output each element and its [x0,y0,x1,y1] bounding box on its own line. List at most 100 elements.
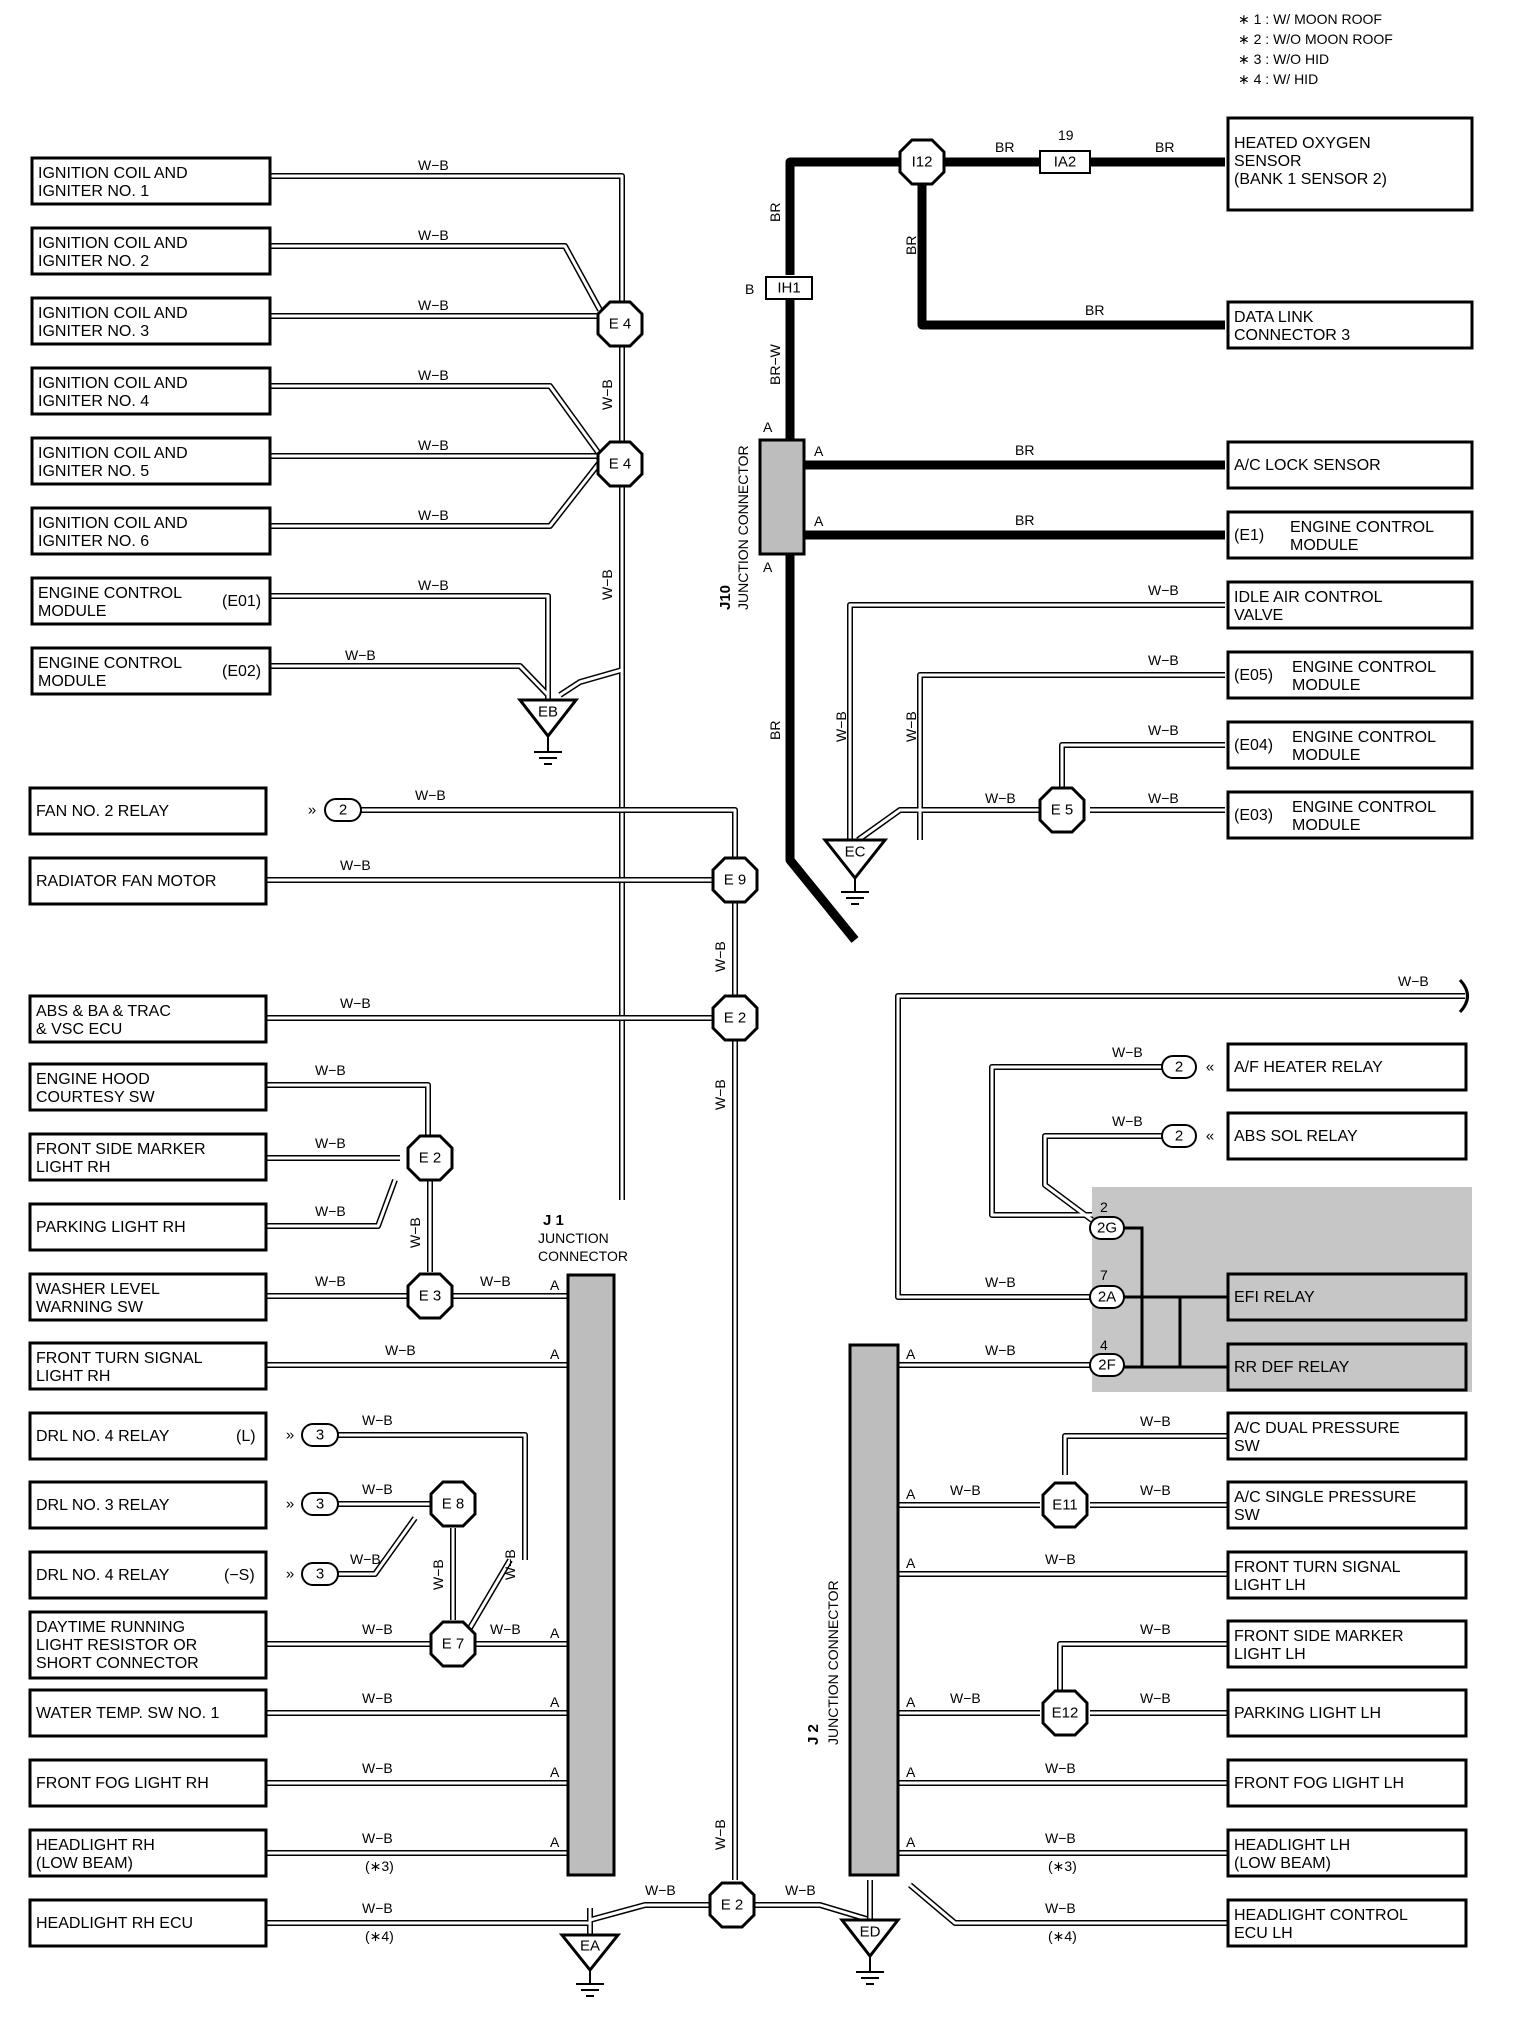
wire-label: W−B [340,995,371,1011]
connector-af-heater: 2 « [1161,1055,1214,1079]
wire-label: W−B [1140,1621,1171,1637]
wire-label: W−B [1148,722,1179,738]
headlight-rh-ecu: HEADLIGHT RH ECU [28,1898,268,1948]
j1-pin-a: A [550,1625,560,1641]
ignition-coil-5-line2: IGNITER NO. 5 [38,463,149,480]
note-3-lh: (∗3) [1048,1858,1077,1874]
wire-label: W−B [418,157,449,173]
efi-relay: EFI RELAY [1226,1272,1468,1322]
ignition-coil-4: IGNITION COIL AND IGNITER NO. 4 [30,366,272,416]
wire-label: BR [1155,139,1174,155]
wire-label: W−B [502,1549,518,1580]
splice-e5: E 5 [1038,786,1086,834]
head-rh-ecu-label: HEADLIGHT RH ECU [36,1915,193,1932]
parking-light-lh: PARKING LIGHT LH [1226,1688,1468,1738]
wire-label: W−B [362,1760,393,1776]
heated-oxygen-sensor: HEATED OXYGEN SENSOR (BANK 1 SENSOR 2) [1226,116,1474,212]
splice-i12-label: I12 [912,154,933,171]
ac-dual-line2: SW [1234,1438,1261,1455]
connector-ia2-number: 19 [1058,127,1074,143]
ecm-e02: ENGINE CONTROL MODULE (E02) [30,646,272,696]
wire-label: BR [767,203,783,222]
connector-drl3: » 3 [286,1492,339,1516]
ac-dual-line1: A/C DUAL PRESSURE [1234,1420,1400,1437]
ecm-e01-line1: ENGINE CONTROL [38,585,182,602]
wire-label: W−B [407,1217,423,1248]
connector-drl3-label: 3 [316,1496,324,1513]
chevron-left-icon: « [1206,1128,1214,1145]
chevron-right-icon: » [286,1496,294,1513]
front-fog-light-lh: FRONT FOG LIGHT LH [1226,1758,1468,1808]
fts-rh-line1: FRONT TURN SIGNAL [36,1350,203,1367]
middle-left-wire-labels: W−B W−B W−B W−B W−B W−B W−B W−B W−B W−B … [315,787,816,1944]
wire-label: W−B [1398,973,1429,989]
wire-label: W−B [645,1882,676,1898]
legend-line-2: ∗ 2 : W/O MOON ROOF [1238,31,1393,47]
wire-label: W−B [985,1274,1016,1290]
wire-label: W−B [599,569,615,600]
headlight-control-ecu-lh: HEADLIGHT CONTROL ECU LH [1226,1898,1468,1948]
ecm-e01-line2: MODULE [38,603,106,620]
left-top-nodes: E 4 E 4 EB [516,300,644,765]
head-ecu-lh-line1: HEADLIGHT CONTROL [1234,1907,1408,1924]
wire-label: W−B [415,787,446,803]
connector-2f-num: 4 [1100,1337,1108,1353]
wire-label: W−B [418,297,449,313]
splice-e5-label: E 5 [1051,802,1074,819]
j10-title: JUNCTION CONNECTOR [735,445,751,610]
ecm-e1-line1: ENGINE CONTROL [1290,519,1434,536]
splice-e8: E 8 [429,1480,477,1528]
ignition-coil-1: IGNITION COIL AND IGNITER NO. 1 [30,156,272,206]
wire-label: BR [1015,512,1034,528]
middle-right-components: A/F HEATER RELAY ABS SOL RELAY EFI RELAY… [1226,1042,1468,1948]
connector-ia2: IA2 19 « [1039,127,1112,174]
connector-2a-num: 7 [1100,1267,1108,1283]
middle-right-nodes: 2 « 2 « 2 2G 7 2A 4 2F E11 E12 [805,1055,1214,1985]
parking-light-rh: PARKING LIGHT RH [28,1202,268,1252]
engine-hood-courtesy-sw: ENGINE HOOD COURTESY SW [28,1062,268,1112]
headlight-rh: HEADLIGHT RH (LOW BEAM) [28,1828,268,1878]
ac-single-pressure-sw: A/C SINGLE PRESSURE SW [1226,1480,1468,1530]
abs-sol-relay: ABS SOL RELAY [1226,1111,1468,1161]
washer-line2: WARNING SW [36,1299,144,1316]
j2-pin-a: A [906,1834,916,1850]
right-top-wires [785,157,1225,943]
ignition-coil-3: IGNITION COIL AND IGNITER NO. 3 [30,296,272,346]
idle-air-control-valve: IDLE AIR CONTROL VALVE [1226,580,1474,630]
drl-no4-relay-s: DRL NO. 4 RELAY (−S) [28,1550,268,1600]
ecm-e01: ENGINE CONTROL MODULE (E01) [30,576,272,626]
head-rh-line1: HEADLIGHT RH [36,1837,155,1854]
ignition-coil-3-line1: IGNITION COIL AND [38,305,188,322]
connector-fan2: » 2 [308,798,362,822]
ignition-coil-4-line2: IGNITER NO. 4 [38,393,149,410]
ignition-coil-4-line1: IGNITION COIL AND [38,375,188,392]
front-fog-light-rh: FRONT FOG LIGHT RH [28,1758,268,1808]
ecm-e1: (E1) ENGINE CONTROL MODULE [1226,510,1474,560]
ecm-e04-line2: MODULE [1292,747,1360,764]
chevron-left-icon: « [1104,154,1112,171]
left-top-wire-labels: W−B W−B W−B W−B W−B W−B W−B W−B W−B W−B [345,157,615,663]
wire-label: W−B [950,1690,981,1706]
wire-label: W−B [350,1551,381,1567]
connector-2f: 4 2F [1089,1337,1125,1377]
connector-2g: 2 2G [1089,1199,1125,1240]
wire-label: W−B [362,1900,393,1916]
wire-label: W−B [712,1819,728,1850]
park-rh-label: PARKING LIGHT RH [36,1219,186,1236]
wire-label: W−B [1045,1900,1076,1916]
head-rh-line2: (LOW BEAM) [36,1855,133,1872]
wire-label: W−B [1045,1760,1076,1776]
connector-fan2-label: 2 [339,802,347,819]
drl-res-line3: SHORT CONNECTOR [36,1655,199,1672]
j10-pin-a: A [763,419,773,435]
wire-label: W−B [345,647,376,663]
chevron-right-icon: » [286,1566,294,1583]
fts-lh-line2: LIGHT LH [1234,1577,1306,1594]
splice-e4-upper: E 4 [596,300,644,348]
ecm-e1-pin: (E1) [1234,527,1264,544]
splice-e9: E 9 [711,856,759,904]
ecm-e05-line2: MODULE [1292,677,1360,694]
ignition-coil-6-line2: IGNITER NO. 6 [38,533,149,550]
connector-ih1-label: IH1 [777,280,800,297]
splice-e7-label: E 7 [442,1636,465,1653]
